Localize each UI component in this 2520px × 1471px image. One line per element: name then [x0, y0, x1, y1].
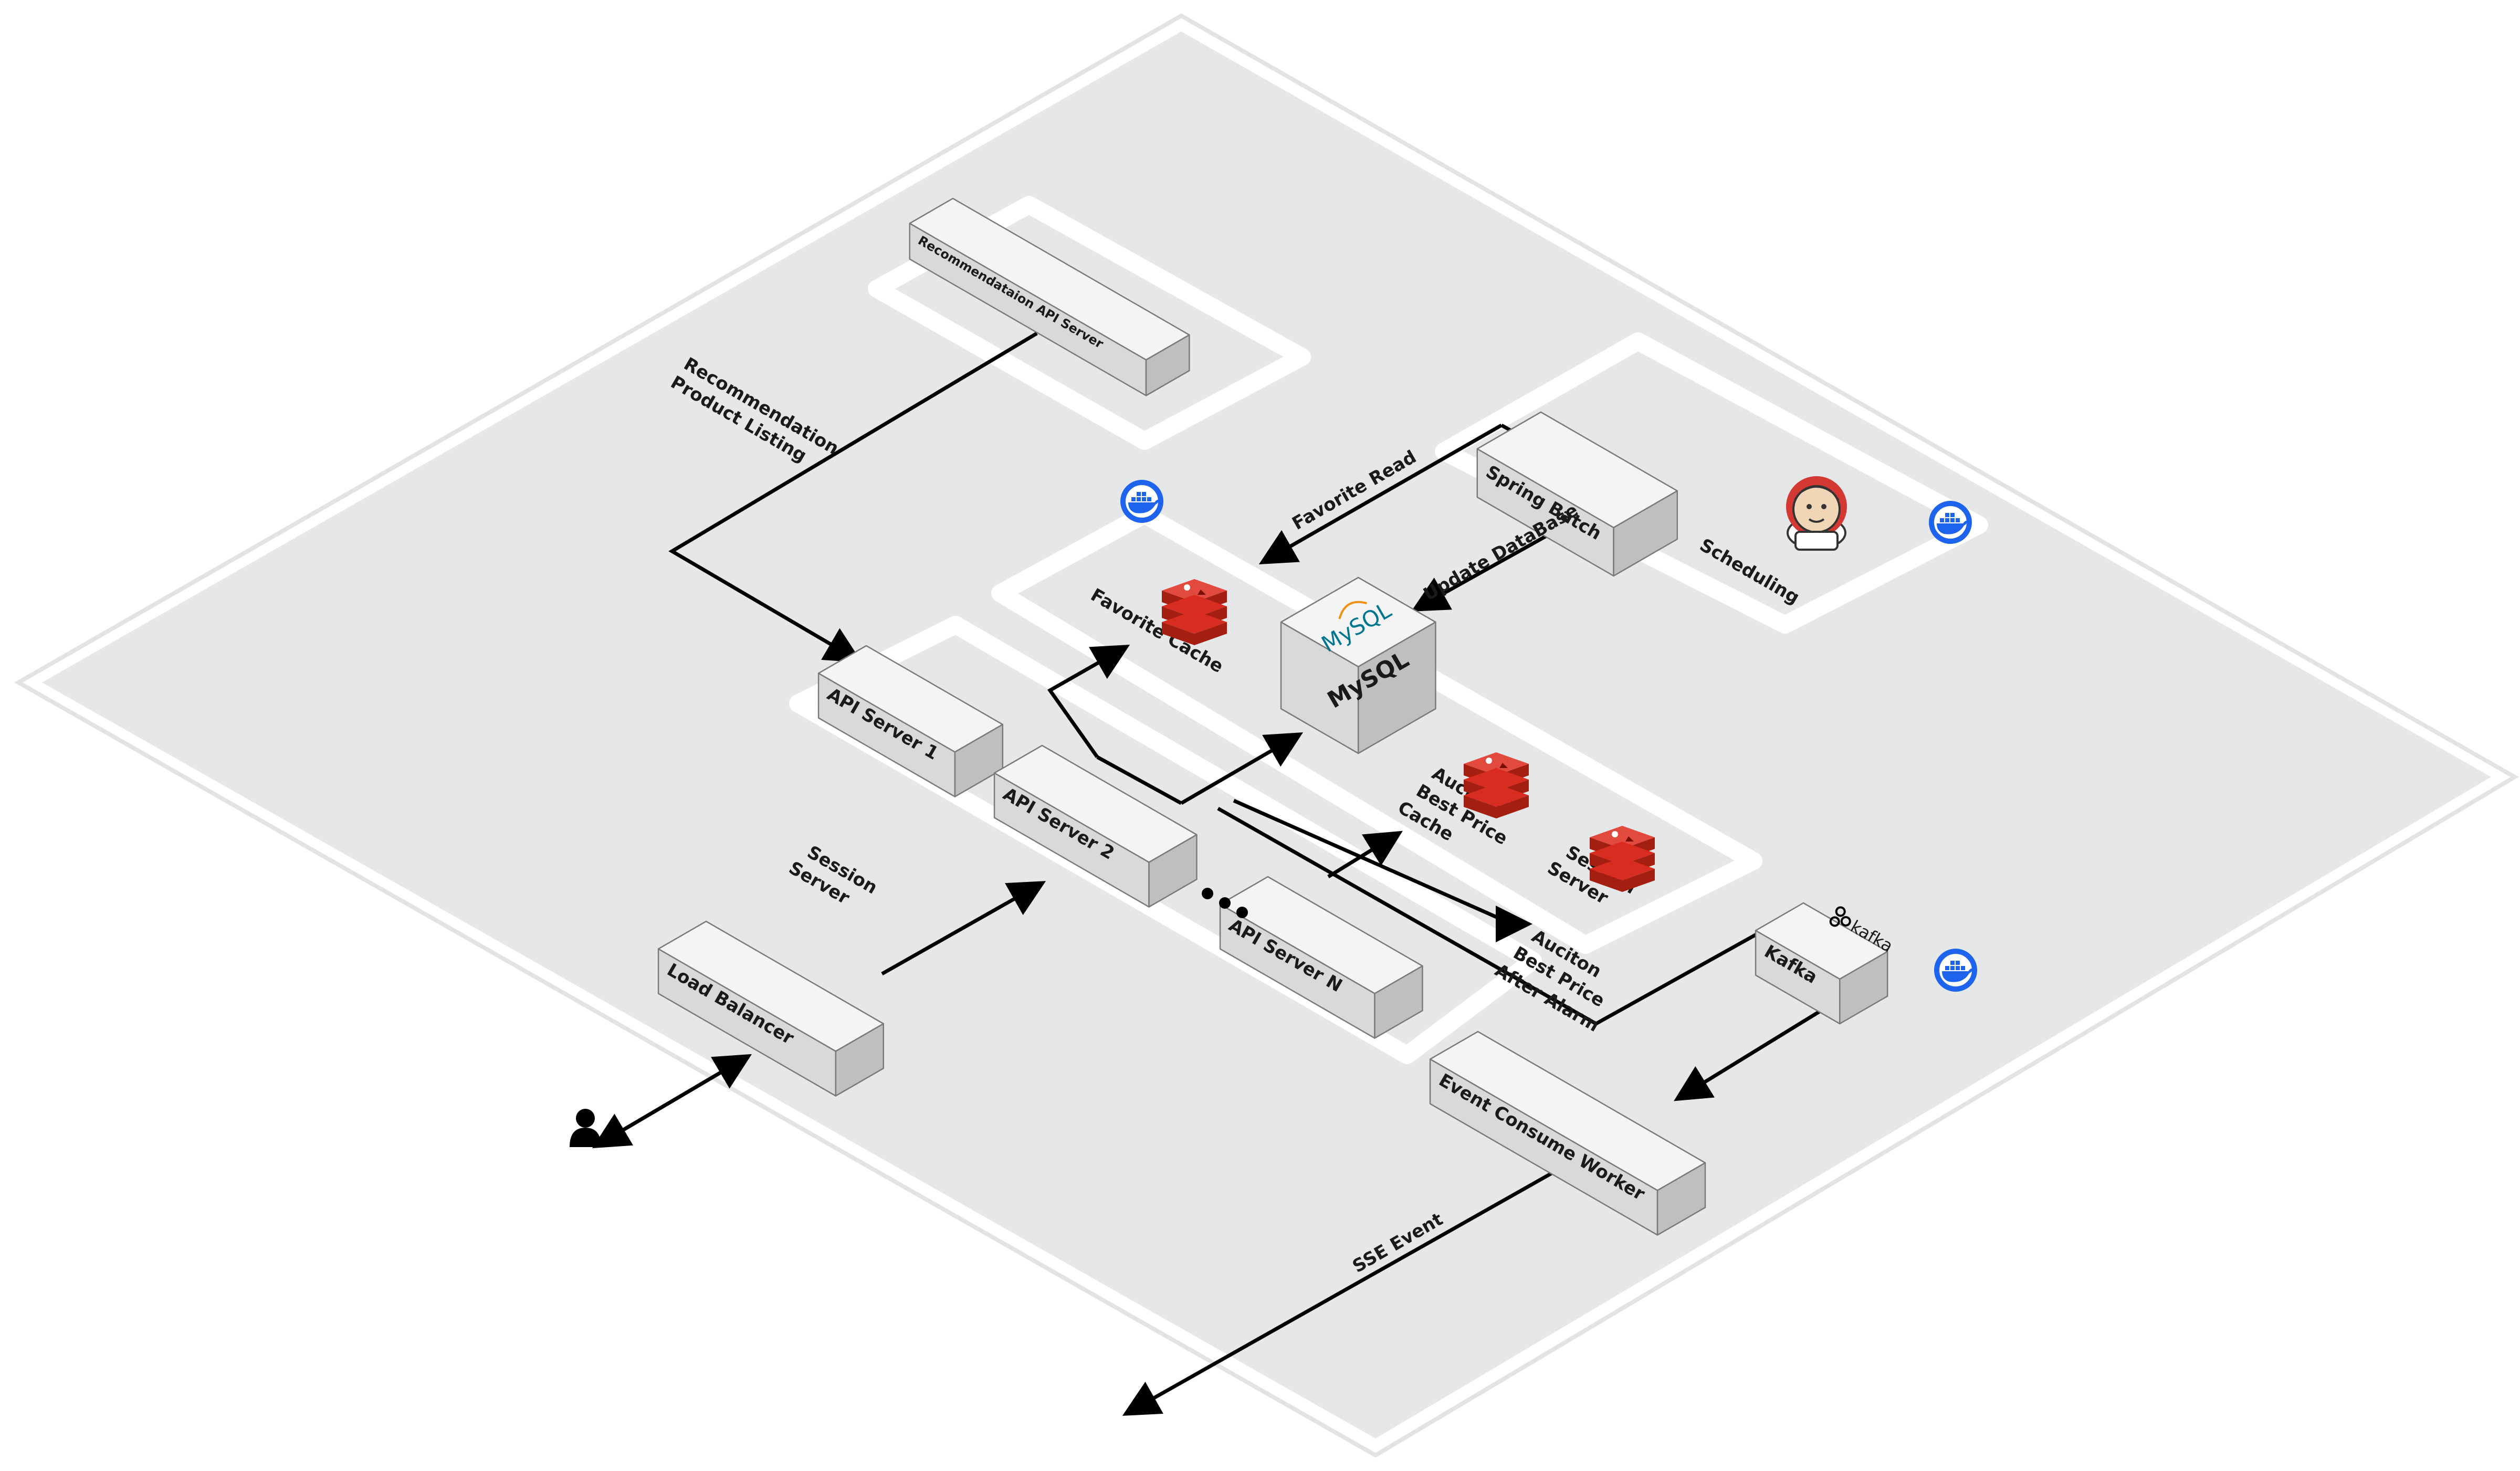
docker-container — [1137, 492, 1141, 496]
user-icon — [570, 1109, 601, 1147]
redis-triangle — [1625, 836, 1634, 842]
docker-container — [1940, 518, 1944, 522]
redis-icon-auction — [1464, 752, 1529, 818]
redis-layer-side — [1590, 869, 1655, 892]
load-balancer-side — [835, 1023, 884, 1097]
arrow-favorite-cache-path — [1047, 645, 1130, 759]
recommendation-api-server-side — [1145, 334, 1190, 396]
docker-container — [1956, 518, 1960, 522]
docker-container — [1142, 492, 1146, 496]
api-server-n-side — [1374, 965, 1423, 1039]
load-balancer: Load Balancer — [657, 920, 884, 1097]
docker-whale — [1942, 968, 1973, 982]
redis-triangle — [1499, 763, 1508, 768]
api-server-2: API Server 2 — [993, 744, 1198, 908]
docker-container — [1961, 966, 1965, 970]
docker-icon-cache — [1120, 480, 1163, 523]
ellipsis-icon — [1202, 888, 1248, 918]
zone-batch — [1435, 332, 1988, 634]
arrow-recommendation — [668, 331, 1038, 663]
arrow-to-favorite-cache — [1096, 755, 1182, 805]
arrow-favorite-read — [1258, 423, 1503, 564]
spring-batch-server-side — [1613, 490, 1678, 577]
docker-icon-batch — [1929, 501, 1972, 544]
docker-container — [1945, 966, 1949, 970]
docker-container — [1945, 518, 1949, 522]
docker-container — [1945, 513, 1949, 517]
docker-container — [1142, 497, 1146, 501]
arrow-user-from-lb — [592, 1056, 747, 1149]
docker-container — [1956, 961, 1960, 965]
mysql-server: MySQL — [1280, 576, 1436, 754]
redis-star — [1612, 831, 1618, 837]
redis-triangle — [1198, 590, 1206, 595]
docker-container — [1950, 961, 1955, 965]
docker-whale — [1128, 499, 1160, 513]
arrow-to-mysql — [1180, 732, 1304, 805]
redis-layer-side — [1162, 622, 1227, 645]
arrow-to-session-server — [1233, 798, 1532, 942]
api-server-n: API Server N — [1219, 876, 1423, 1039]
docker-container — [1147, 497, 1151, 501]
platform — [42, 31, 2491, 1438]
arrow-sse-event — [1122, 1148, 1594, 1416]
redis-star — [1486, 758, 1492, 764]
docker-container — [1131, 497, 1136, 501]
spring-batch-server: Spring Batch — [1476, 411, 1678, 577]
kafka-server-side — [1839, 951, 1888, 1025]
redis-icon-session — [1590, 826, 1655, 892]
mysql-side — [1357, 621, 1436, 754]
docker-whale — [1937, 520, 1968, 534]
event-consume-worker-side — [1656, 1162, 1706, 1236]
docker-container — [1956, 966, 1960, 970]
connectors — [592, 331, 1831, 1416]
arrow-lb-to-api — [881, 881, 1046, 976]
kafka-server: Kafka — [1755, 902, 1888, 1025]
docker-container — [1950, 513, 1955, 517]
redis-layer-side — [1464, 795, 1529, 818]
arrow-kafka-to-worker — [1674, 1004, 1831, 1101]
api-server-2-side — [1148, 834, 1198, 908]
docker-container — [1137, 497, 1141, 501]
jenkins-icon — [1786, 476, 1847, 551]
docker-container — [1950, 966, 1955, 970]
zone-cache-db — [991, 506, 1762, 954]
redis-star — [1184, 584, 1190, 591]
docker-container — [1950, 518, 1955, 522]
redis-icon-favorite — [1162, 579, 1227, 645]
docker-icon-kafka — [1934, 949, 1977, 992]
